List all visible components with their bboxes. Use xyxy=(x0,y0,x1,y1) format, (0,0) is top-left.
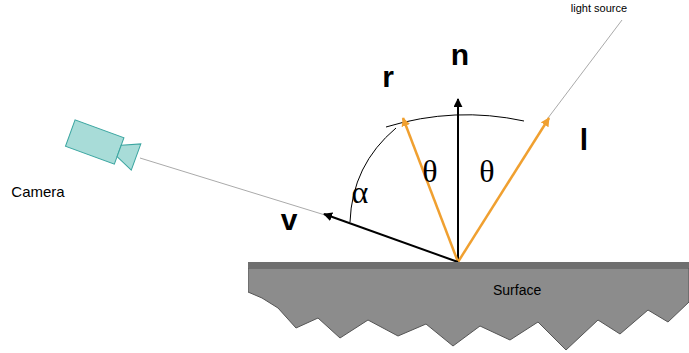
normal-vector xyxy=(457,99,459,262)
vector-label: v xyxy=(281,205,298,235)
surface-shape xyxy=(248,262,689,353)
light-vector xyxy=(458,118,549,262)
alpha-arc xyxy=(350,128,396,222)
view-vector xyxy=(324,214,458,262)
angle-label: θ xyxy=(422,155,437,187)
surface-block: Surface xyxy=(248,262,689,353)
vector-label: r xyxy=(382,62,394,92)
vector-label: n xyxy=(451,40,469,70)
reflect-vector xyxy=(403,118,458,262)
angle-label: α xyxy=(352,176,369,208)
vector-label: l xyxy=(580,125,588,155)
light-ray xyxy=(548,20,622,118)
angle-label: θ xyxy=(479,155,494,187)
surface-label: Surface xyxy=(493,282,541,298)
camera-label: Camera xyxy=(11,184,64,199)
light-source-label: light source xyxy=(571,3,627,14)
camera-icon xyxy=(65,120,140,170)
